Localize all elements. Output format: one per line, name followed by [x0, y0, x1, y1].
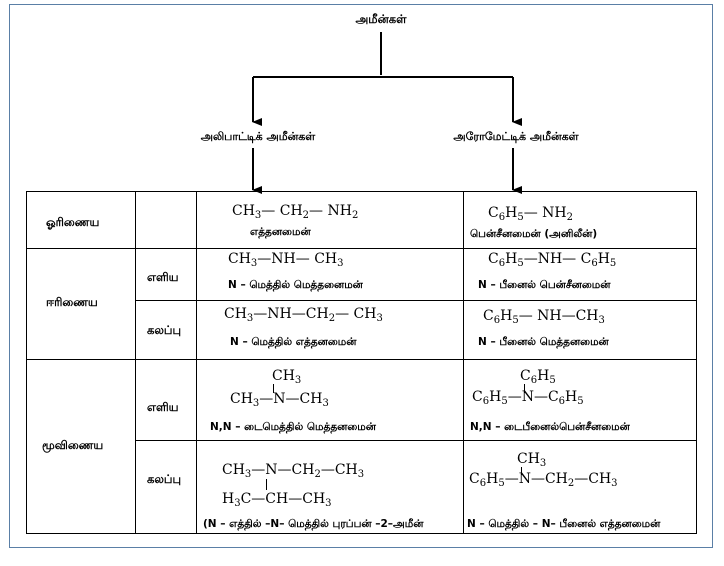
secondary-row-label: ஈரிணைய	[46, 295, 98, 309]
trimethylamine-bond	[273, 384, 275, 393]
secondary-simple-label: எளிய	[147, 270, 179, 284]
methylphenylamine-name: N – பீனைல் மெத்தனமைன்	[478, 336, 609, 348]
benzenamine-formula: C6H5— NH2	[488, 205, 573, 223]
mixed-tertiary-aliphatic-bond	[266, 479, 268, 490]
triphenylamine-formula: C6H5—N—C6H5	[472, 389, 584, 407]
mixed-tertiary-aliphatic-name: (N – எத்தில் –N– மெத்தில் புரப்பன் –2–அம…	[203, 518, 424, 530]
triphenylamine-name: N,N – டைபீனைல்பென்சீனமைன்	[470, 421, 630, 433]
aliphatic-label: அலிபாட்டிக் அமீன்கள்	[200, 130, 316, 143]
ethanamine-formula: CH3— CH2— NH2	[232, 203, 359, 221]
tertiary-mixed-label: கலப்பு	[147, 472, 182, 486]
trimethylamine-top-ch3: CH3	[272, 368, 302, 386]
mixed-tertiary-aromatic-name: N – மெத்தில் – N– பீனைல் எத்தனமைன்	[467, 518, 661, 530]
amine-classification-table	[26, 191, 697, 534]
dimethylamine-name: N – மெத்தில் மெத்தனைமன்	[228, 279, 363, 291]
triphenylamine-top-c6h5: C6H5	[520, 368, 556, 386]
ethanamine-name: எத்தனமைன்	[250, 226, 311, 238]
trimethylamine-formula: CH3—N—CH3	[230, 391, 329, 409]
benzenamine-name: பென்சீனமைன் (அனிலீன்)	[470, 228, 598, 240]
triphenylamine-bond	[524, 384, 526, 393]
tertiary-simple-label: எளிய	[147, 400, 179, 414]
mixed-tertiary-aromatic-formula: C6H5—N—CH2—CH3	[469, 471, 618, 489]
diphenylamine-formula: C6H5—NH— C6H5	[488, 251, 617, 269]
dimethylamine-formula: CH3—NH— CH3	[228, 251, 344, 269]
diphenylamine-name: N – பீனைல் பென்சீனமைன்	[478, 279, 611, 291]
diagram-frame	[9, 4, 713, 548]
mixed-tertiary-aromatic-bond	[521, 467, 523, 475]
aromatic-label: அரோமேட்டிக் அமீன்கள்	[453, 130, 579, 143]
tertiary-row-label: மூவிணைய	[42, 438, 104, 452]
secondary-mixed-label: கலப்பு	[147, 323, 182, 337]
root-label: அமீன்கள்	[355, 12, 407, 26]
mixed-tertiary-aliphatic-formula-bottom: H3C—CH—CH3	[222, 491, 332, 509]
trimethylamine-name: N,N – டைமெத்தில் மெத்தனமைன்	[210, 421, 376, 433]
mixed-tertiary-aromatic-top-ch3: CH3	[517, 451, 547, 469]
primary-row-label: ஓரிணைய	[46, 215, 100, 229]
mixed-tertiary-aliphatic-formula-top: CH3—N—CH2—CH3	[222, 462, 365, 480]
methylphenylamine-formula: C6H5— NH—CH3	[483, 308, 605, 326]
methylethylamine-name: N – மெத்தில் எத்தனமைன்	[230, 336, 357, 348]
methylethylamine-formula: CH3—NH—CH2— CH3	[224, 306, 383, 324]
